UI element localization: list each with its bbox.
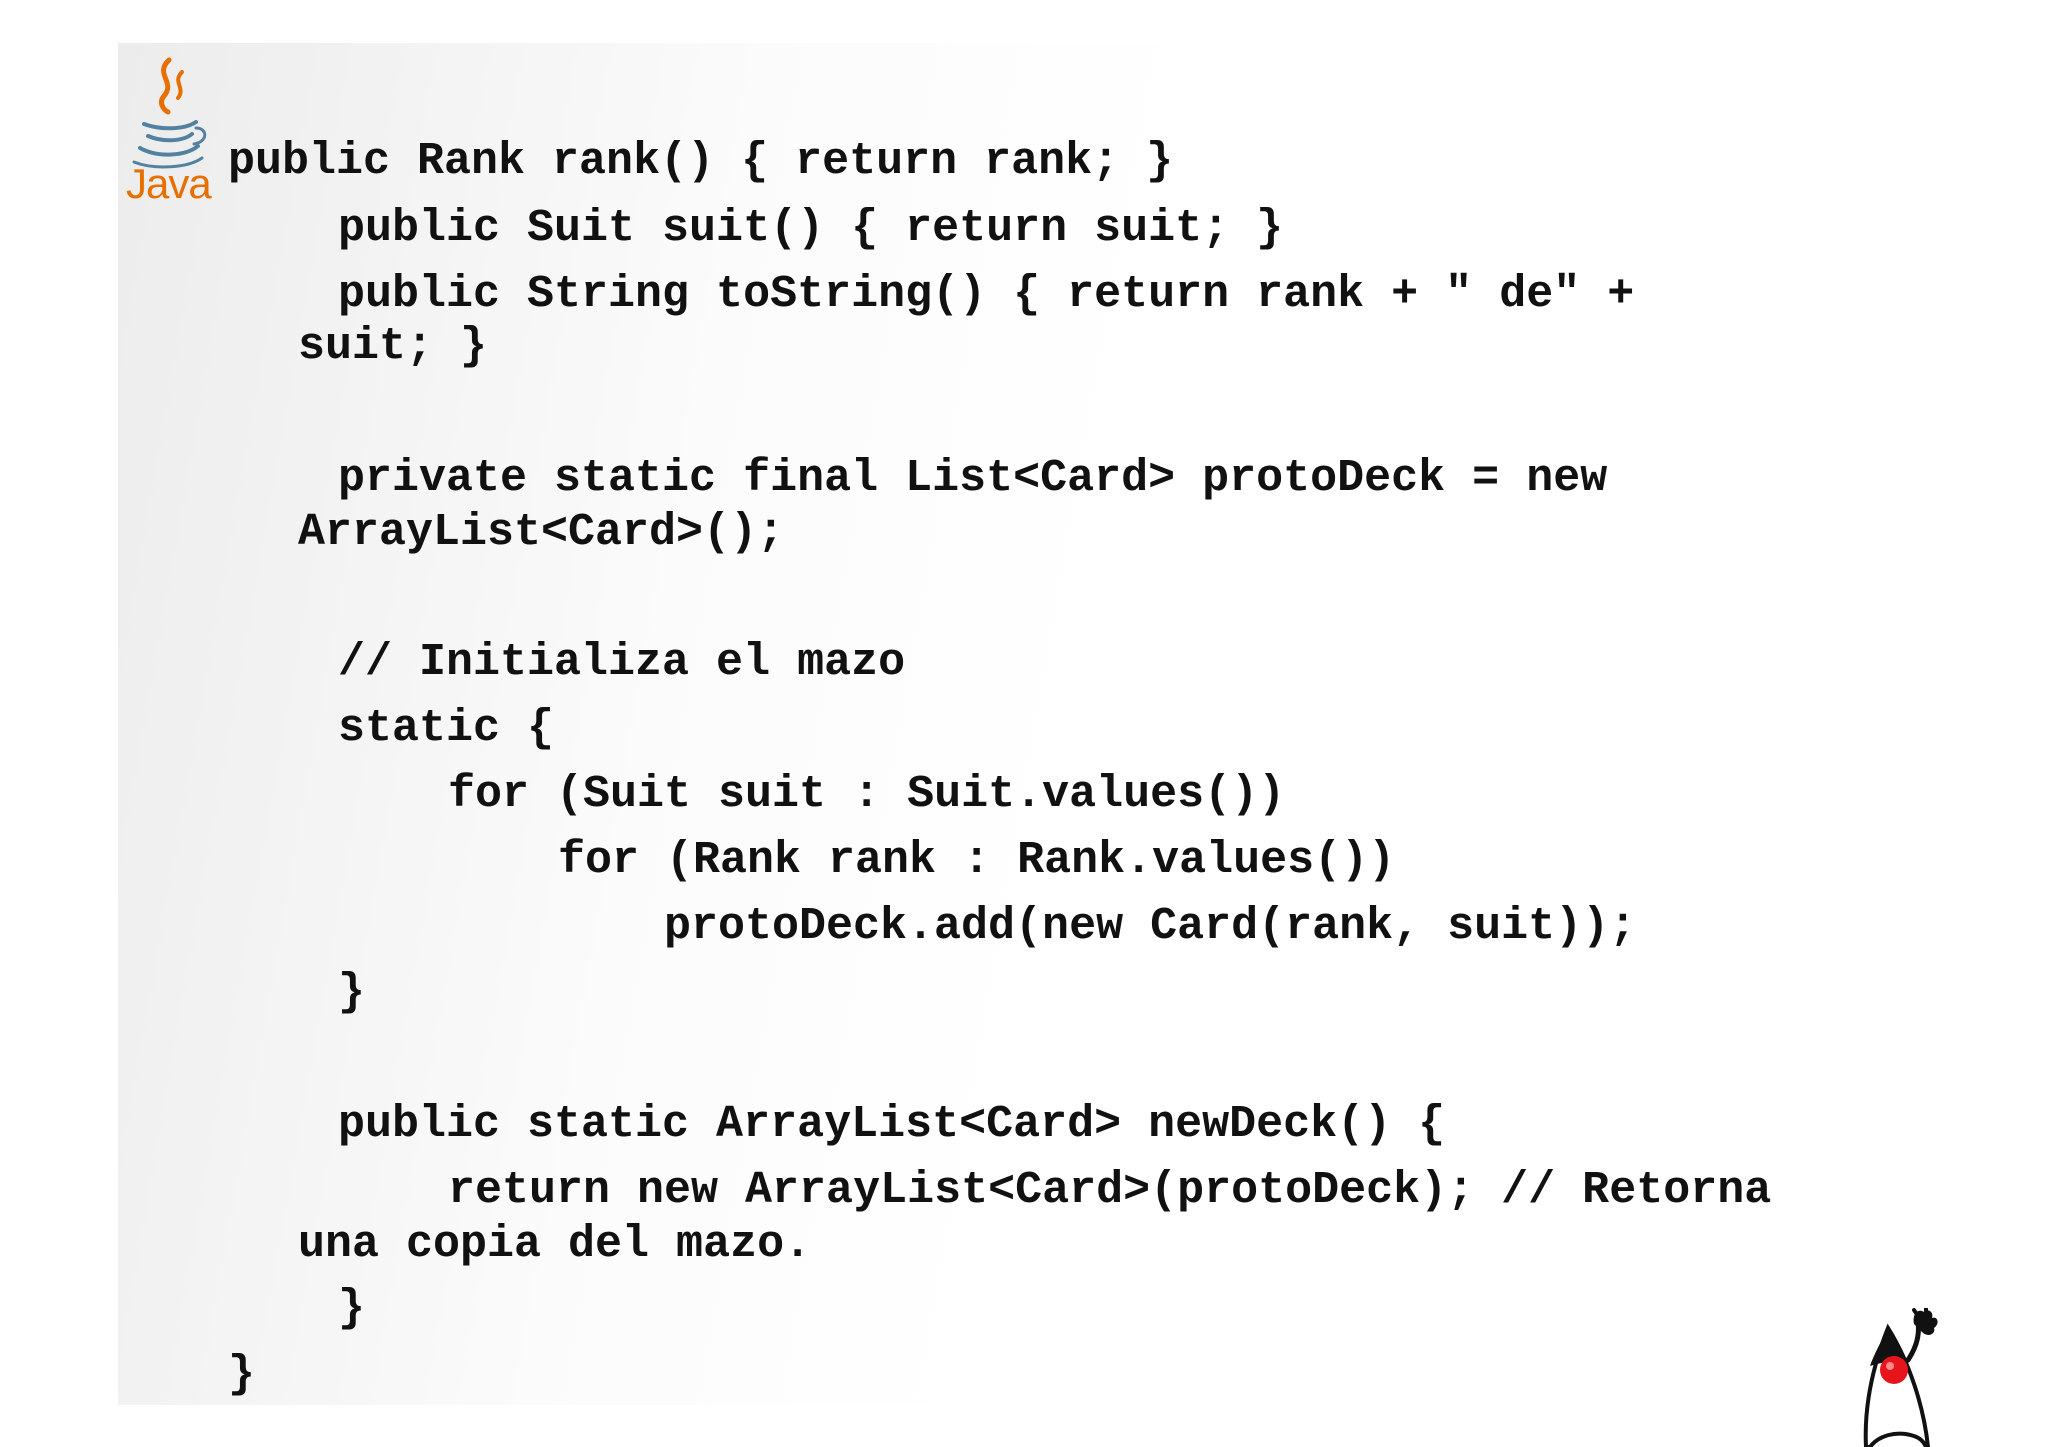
- duke-mascot-icon: [1863, 1306, 1938, 1447]
- code-line: for (Suit suit : Suit.values()): [448, 769, 1286, 820]
- code-line: una copia del mazo.: [298, 1219, 812, 1270]
- java-logo-text: Java: [126, 160, 212, 207]
- code-line: public Suit suit() { return suit; }: [338, 203, 1284, 254]
- code-line: suit; }: [298, 321, 488, 372]
- code-line: protoDeck.add(new Card(rank, suit));: [664, 901, 1637, 952]
- code-line: ArrayList<Card>();: [298, 507, 785, 558]
- java-cup-icon: [132, 57, 207, 169]
- code-line: public static ArrayList<Card> newDeck() …: [338, 1099, 1446, 1150]
- code-line: for (Rank rank : Rank.values()): [558, 835, 1396, 886]
- code-line: }: [228, 1349, 256, 1400]
- code-comment: // Initializa el mazo: [338, 637, 906, 688]
- code-line: return new ArrayList<Card>(protoDeck); /…: [448, 1165, 1772, 1216]
- code-line: }: [338, 1283, 366, 1334]
- code-line: public String toString() { return rank +…: [338, 269, 1635, 320]
- code-line: public Rank rank() { return rank; }: [228, 136, 1174, 187]
- code-line: private static final List<Card> protoDec…: [338, 453, 1608, 504]
- code-line: static {: [338, 703, 555, 754]
- slide-background: [118, 43, 2048, 1405]
- duke-mascot: [1848, 1306, 2048, 1447]
- java-logo: Java: [124, 52, 212, 207]
- code-line: }: [338, 967, 366, 1018]
